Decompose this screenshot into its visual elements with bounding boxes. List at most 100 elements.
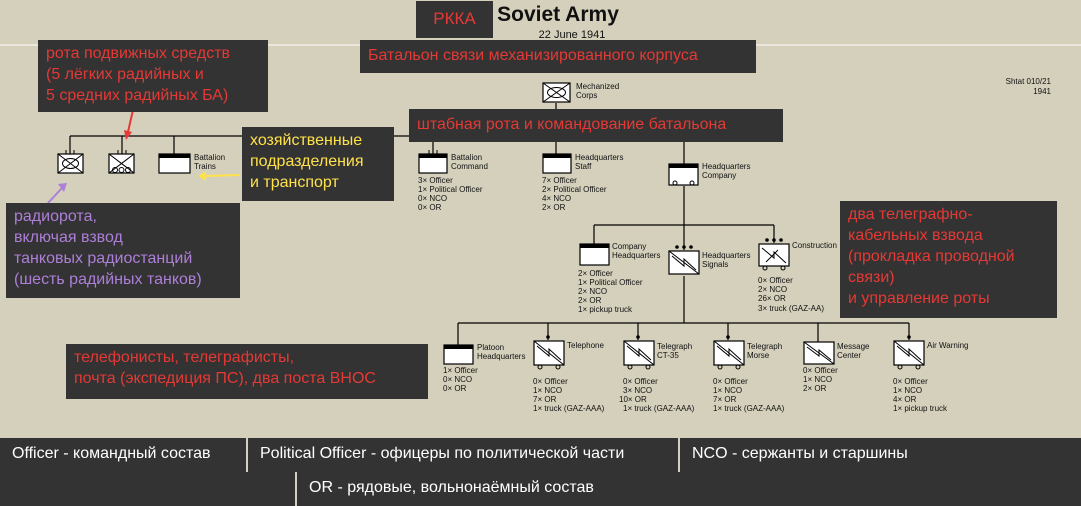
svg-text:1× NCO: 1× NCO [803, 375, 832, 384]
company-hq-personnel: 2× Officer 1× Political Officer 2× NCO 2… [578, 269, 643, 314]
svg-text:7× OR: 7× OR [713, 395, 737, 404]
svg-text:4× OR: 4× OR [893, 395, 917, 404]
telegraph-morse-label-2: Morse [747, 351, 770, 360]
annotation-signals-platoons: телефонисты, телеграфисты, почта (экспед… [66, 344, 428, 399]
legend-nco: NCO - сержанты и старшины [680, 438, 1081, 472]
annotation-arrows [47, 109, 241, 204]
svg-text:0× Officer: 0× Officer [533, 377, 568, 386]
telegraph-ct35-personnel: 0× Officer 3× NCO 10× OR 1× truck (GAZ-A… [619, 377, 695, 413]
battalion-command-personnel: 3× Officer 1× Political Officer 0× NCO 0… [418, 176, 483, 212]
svg-text:0× NCO: 0× NCO [443, 375, 472, 384]
telegraph-morse-unit: Telegraph Morse 0× Officer 1× NCO 7× OR … [713, 335, 785, 413]
telegraph-ct35-label-2: CT-35 [657, 351, 679, 360]
corps-label: Mechanized [576, 82, 619, 91]
annotation-telegraph-platoons: два телеграфно- кабельных взвода (прокла… [840, 201, 1057, 318]
annotation-rkka: РККА [416, 1, 493, 38]
telephone-personnel: 0× Officer 1× NCO 7× OR 1× truck (GAZ-AA… [533, 377, 605, 413]
annotation-hq-company: штабная рота и командование батальона [409, 109, 783, 142]
radio-company-unit [57, 150, 84, 174]
svg-text:1× pickup truck: 1× pickup truck [578, 305, 633, 314]
telephone-label: Telephone [567, 341, 604, 350]
company-hq-label: Company [612, 242, 646, 251]
hq-staff-label-2: Staff [575, 162, 592, 171]
arrow-trains-head [198, 171, 206, 181]
svg-text:2× OR: 2× OR [803, 384, 827, 393]
hq-signals-label: Headquarters [702, 251, 750, 260]
air-warning-label: Air Warning [927, 341, 969, 350]
hq-signals-label-2: Signals [702, 260, 728, 269]
trains-label-2: Trains [194, 162, 216, 171]
svg-text:1× Political Officer: 1× Political Officer [578, 278, 643, 287]
annotation-battalion: Батальон связи механизированного корпуса [360, 40, 756, 73]
legend-political-officer: Political Officer - офицеры по политичес… [248, 438, 680, 472]
hq-staff-label: Headquarters [575, 153, 623, 162]
platoon-hq-label-2: Headquarters [477, 352, 525, 361]
mobile-radio-company-unit [108, 150, 135, 174]
construction-unit: Construction 0× Officer 2× NCO 26× OR 3×… [758, 238, 837, 313]
arrow-radio-company [47, 187, 63, 204]
svg-text:1× truck (GAZ-AAA): 1× truck (GAZ-AAA) [623, 404, 695, 413]
svg-text:0× Officer: 0× Officer [713, 377, 748, 386]
hq-company-label-2: Company [702, 171, 736, 180]
svg-text:1× Officer: 1× Officer [443, 366, 478, 375]
mechanized-corps-unit: Mechanized Corps [542, 82, 619, 103]
telegraph-ct35-unit: Telegraph CT-35 0× Officer 3× NCO 10× OR… [619, 335, 695, 413]
annotation-radio-company: радиорота, включая взвод танковых радиос… [6, 203, 240, 298]
svg-text:2× Political Officer: 2× Political Officer [542, 185, 607, 194]
svg-text:3× Officer: 3× Officer [418, 176, 453, 185]
hq-staff-unit: Headquarters Staff 7× Officer 2× Politic… [542, 153, 623, 212]
svg-text:2× NCO: 2× NCO [578, 287, 607, 296]
org-chart: Soviet Army 22 June 1941 Shtat 010/21 19… [0, 3, 1081, 413]
message-center-label-2: Center [837, 351, 861, 360]
svg-text:1× Political Officer: 1× Political Officer [418, 185, 483, 194]
svg-text:26× OR: 26× OR [758, 294, 786, 303]
platoon-hq-personnel: 1× Officer 0× NCO 0× OR [443, 366, 478, 393]
shtat-year: 1941 [1033, 87, 1051, 96]
shtat-number: Shtat 010/21 [1006, 77, 1052, 86]
svg-text:1× truck (GAZ-AAA): 1× truck (GAZ-AAA) [713, 404, 785, 413]
svg-text:0× NCO: 0× NCO [418, 194, 447, 203]
arrow-radio-company-head [58, 183, 67, 192]
message-center-unit: Message Center 0× Officer 1× NCO 2× OR [803, 341, 870, 393]
annotation-mobile-company: рота подвижных средств (5 лёгких радийны… [38, 40, 268, 112]
svg-text:1× truck (GAZ-AAA): 1× truck (GAZ-AAA) [533, 404, 605, 413]
svg-text:1× NCO: 1× NCO [713, 386, 742, 395]
svg-text:10× OR: 10× OR [619, 395, 647, 404]
hq-company-unit: Headquarters Company [668, 162, 750, 186]
svg-text:1× NCO: 1× NCO [893, 386, 922, 395]
battalion-command-unit: Battalion Command 3× Officer 1× Politica… [418, 150, 488, 212]
chart-title: Soviet Army [497, 3, 619, 26]
svg-text:7× OR: 7× OR [533, 395, 557, 404]
annotation-trains: хозяйственные подразделения и транспорт [242, 127, 394, 201]
chart-date: 22 June 1941 [539, 29, 606, 41]
svg-text:4× NCO: 4× NCO [542, 194, 571, 203]
telephone-unit: Telephone 0× Officer 1× NCO 7× OR 1× tru… [533, 335, 605, 413]
message-center-label: Message [837, 342, 870, 351]
svg-text:2× NCO: 2× NCO [758, 285, 787, 294]
construction-label: Construction [792, 241, 837, 250]
trains-label: Battalion [194, 153, 225, 162]
platoon-hq-label: Platoon [477, 343, 504, 352]
construction-personnel: 0× Officer 2× NCO 26× OR 3× truck (GAZ-A… [758, 276, 824, 313]
arrow-mobile-company [127, 109, 134, 133]
svg-text:0× Officer: 0× Officer [803, 366, 838, 375]
telegraph-morse-label: Telegraph [747, 342, 782, 351]
hq-signals-unit: Headquarters Signals [668, 245, 750, 275]
air-warning-unit: Air Warning 0× Officer 1× NCO 4× OR 1× p… [893, 335, 969, 413]
battalion-command-label-2: Command [451, 162, 488, 171]
battalion-command-label: Battalion [451, 153, 482, 162]
legend-or: OR - рядовые, вольнонаёмный состав [297, 472, 1081, 506]
svg-text:3× NCO: 3× NCO [623, 386, 652, 395]
battalion-trains-unit: Battalion Trains [158, 153, 225, 174]
telegraph-morse-personnel: 0× Officer 1× NCO 7× OR 1× truck (GAZ-AA… [713, 377, 785, 413]
legend-left-blank [0, 472, 295, 506]
svg-text:0× Officer: 0× Officer [623, 377, 658, 386]
message-center-personnel: 0× Officer 1× NCO 2× OR [803, 366, 838, 393]
svg-text:0× Officer: 0× Officer [893, 377, 928, 386]
arrow-trains [205, 174, 241, 177]
hq-staff-personnel: 7× Officer 2× Political Officer 4× NCO 2… [542, 176, 607, 212]
platoon-hq-unit: Platoon Headquarters 1× Officer 0× NCO 0… [443, 343, 525, 393]
svg-text:0× Officer: 0× Officer [758, 276, 793, 285]
arrow-mobile-company-head [124, 130, 132, 140]
svg-text:0× OR: 0× OR [418, 203, 442, 212]
